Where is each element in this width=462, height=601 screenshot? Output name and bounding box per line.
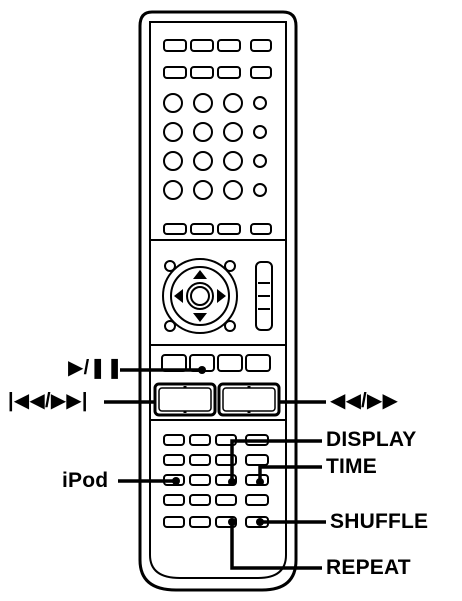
label-play-pause: ▶/❚❚: [68, 357, 124, 379]
skip-search-buttons: [153, 382, 281, 417]
menu-button-row: [163, 223, 272, 235]
numeric-keypad: [163, 93, 267, 200]
label-display: DISPLAY: [326, 428, 417, 451]
navigation-pad: [162, 258, 238, 334]
leader-display: [230, 439, 322, 482]
label-time: TIME: [326, 455, 377, 478]
callout-lines: [104, 368, 326, 570]
volume-rocker: [255, 261, 273, 331]
transport-row: [161, 354, 271, 374]
label-search: ◀◀/▶▶: [330, 390, 399, 412]
label-shuffle: SHUFFLE: [330, 510, 429, 533]
leader-repeat: [230, 522, 322, 570]
label-skip: |◀◀/▶▶|: [8, 390, 88, 412]
label-repeat: REPEAT: [326, 556, 411, 579]
leader-time: [258, 465, 322, 482]
lower-button-grid: [163, 434, 269, 528]
top-button-rows: [163, 39, 272, 79]
label-ipod: iPod: [62, 469, 109, 492]
